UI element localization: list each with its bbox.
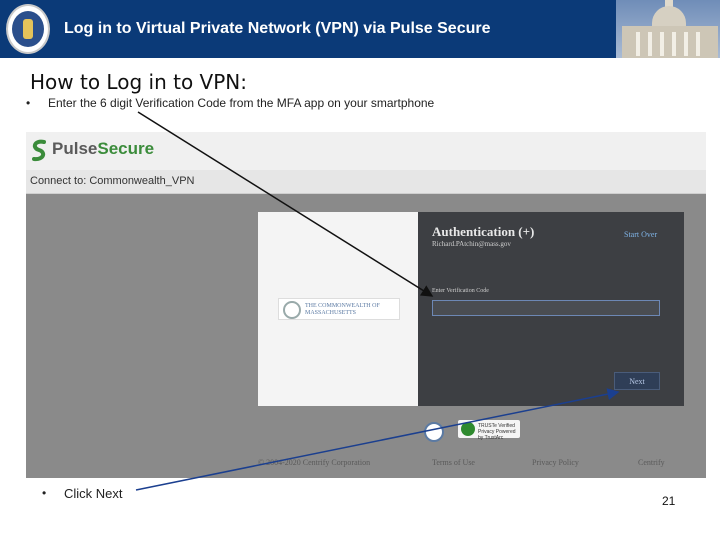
pulse-secure-brand: PulseSecure xyxy=(52,139,155,158)
certification-badge-icon xyxy=(424,422,444,442)
footer-copyright: © 2004-2020 Centrify Corporation xyxy=(258,458,371,467)
username-label: Richard.PAtchin@mass.gov xyxy=(432,240,511,248)
login-panel: THE COMMONWEALTH OF MASSACHUSETTS Authen… xyxy=(258,212,684,406)
authentication-title: Authentication (+) xyxy=(432,224,535,239)
footer-centrify-logo: Centrify xyxy=(638,458,665,467)
authentication-form: Authentication (+) Start Over Richard.PA… xyxy=(418,212,684,406)
instruction-text: Enter the 6 digit Verification Code from… xyxy=(48,96,435,110)
truste-badge: TRUSTe Verified Privacy Powered by Trust… xyxy=(458,420,520,441)
footer-terms-link[interactable]: Terms of Use xyxy=(432,458,475,467)
slide-title: Log in to Virtual Private Network (VPN) … xyxy=(64,20,491,37)
start-over-link[interactable]: Start Over xyxy=(624,230,658,239)
commonwealth-seal-icon xyxy=(283,301,301,319)
pulse-secure-header: PulseSecure xyxy=(26,132,706,170)
page-number: 21 xyxy=(662,494,676,508)
verification-code-label: Enter Verification Code xyxy=(432,288,489,294)
footer-privacy-link[interactable]: Privacy Policy xyxy=(532,458,579,467)
instruction-text: Click Next xyxy=(64,486,123,501)
connect-to-label: Connect to: Commonwealth_VPN xyxy=(30,175,195,187)
massachusetts-seal-icon xyxy=(6,4,50,54)
title-banner: Log in to Virtual Private Network (VPN) … xyxy=(0,0,720,58)
login-logo-pane: THE COMMONWEALTH OF MASSACHUSETTS xyxy=(258,212,418,406)
verification-code-input[interactable] xyxy=(432,300,660,316)
bullet-marker: • xyxy=(26,96,31,110)
bullet-marker: • xyxy=(42,486,47,500)
connection-bar: Connect to: Commonwealth_VPN xyxy=(26,170,706,194)
section-heading: How to Log in to VPN: xyxy=(30,70,247,94)
next-button[interactable]: Next xyxy=(614,372,660,390)
commonwealth-logo: THE COMMONWEALTH OF MASSACHUSETTS xyxy=(278,298,400,320)
state-house-image xyxy=(616,0,720,58)
truste-icon xyxy=(461,422,475,436)
pulse-secure-logo-icon xyxy=(32,139,46,162)
pulse-secure-screenshot: PulseSecure Connect to: Commonwealth_VPN… xyxy=(26,132,706,478)
